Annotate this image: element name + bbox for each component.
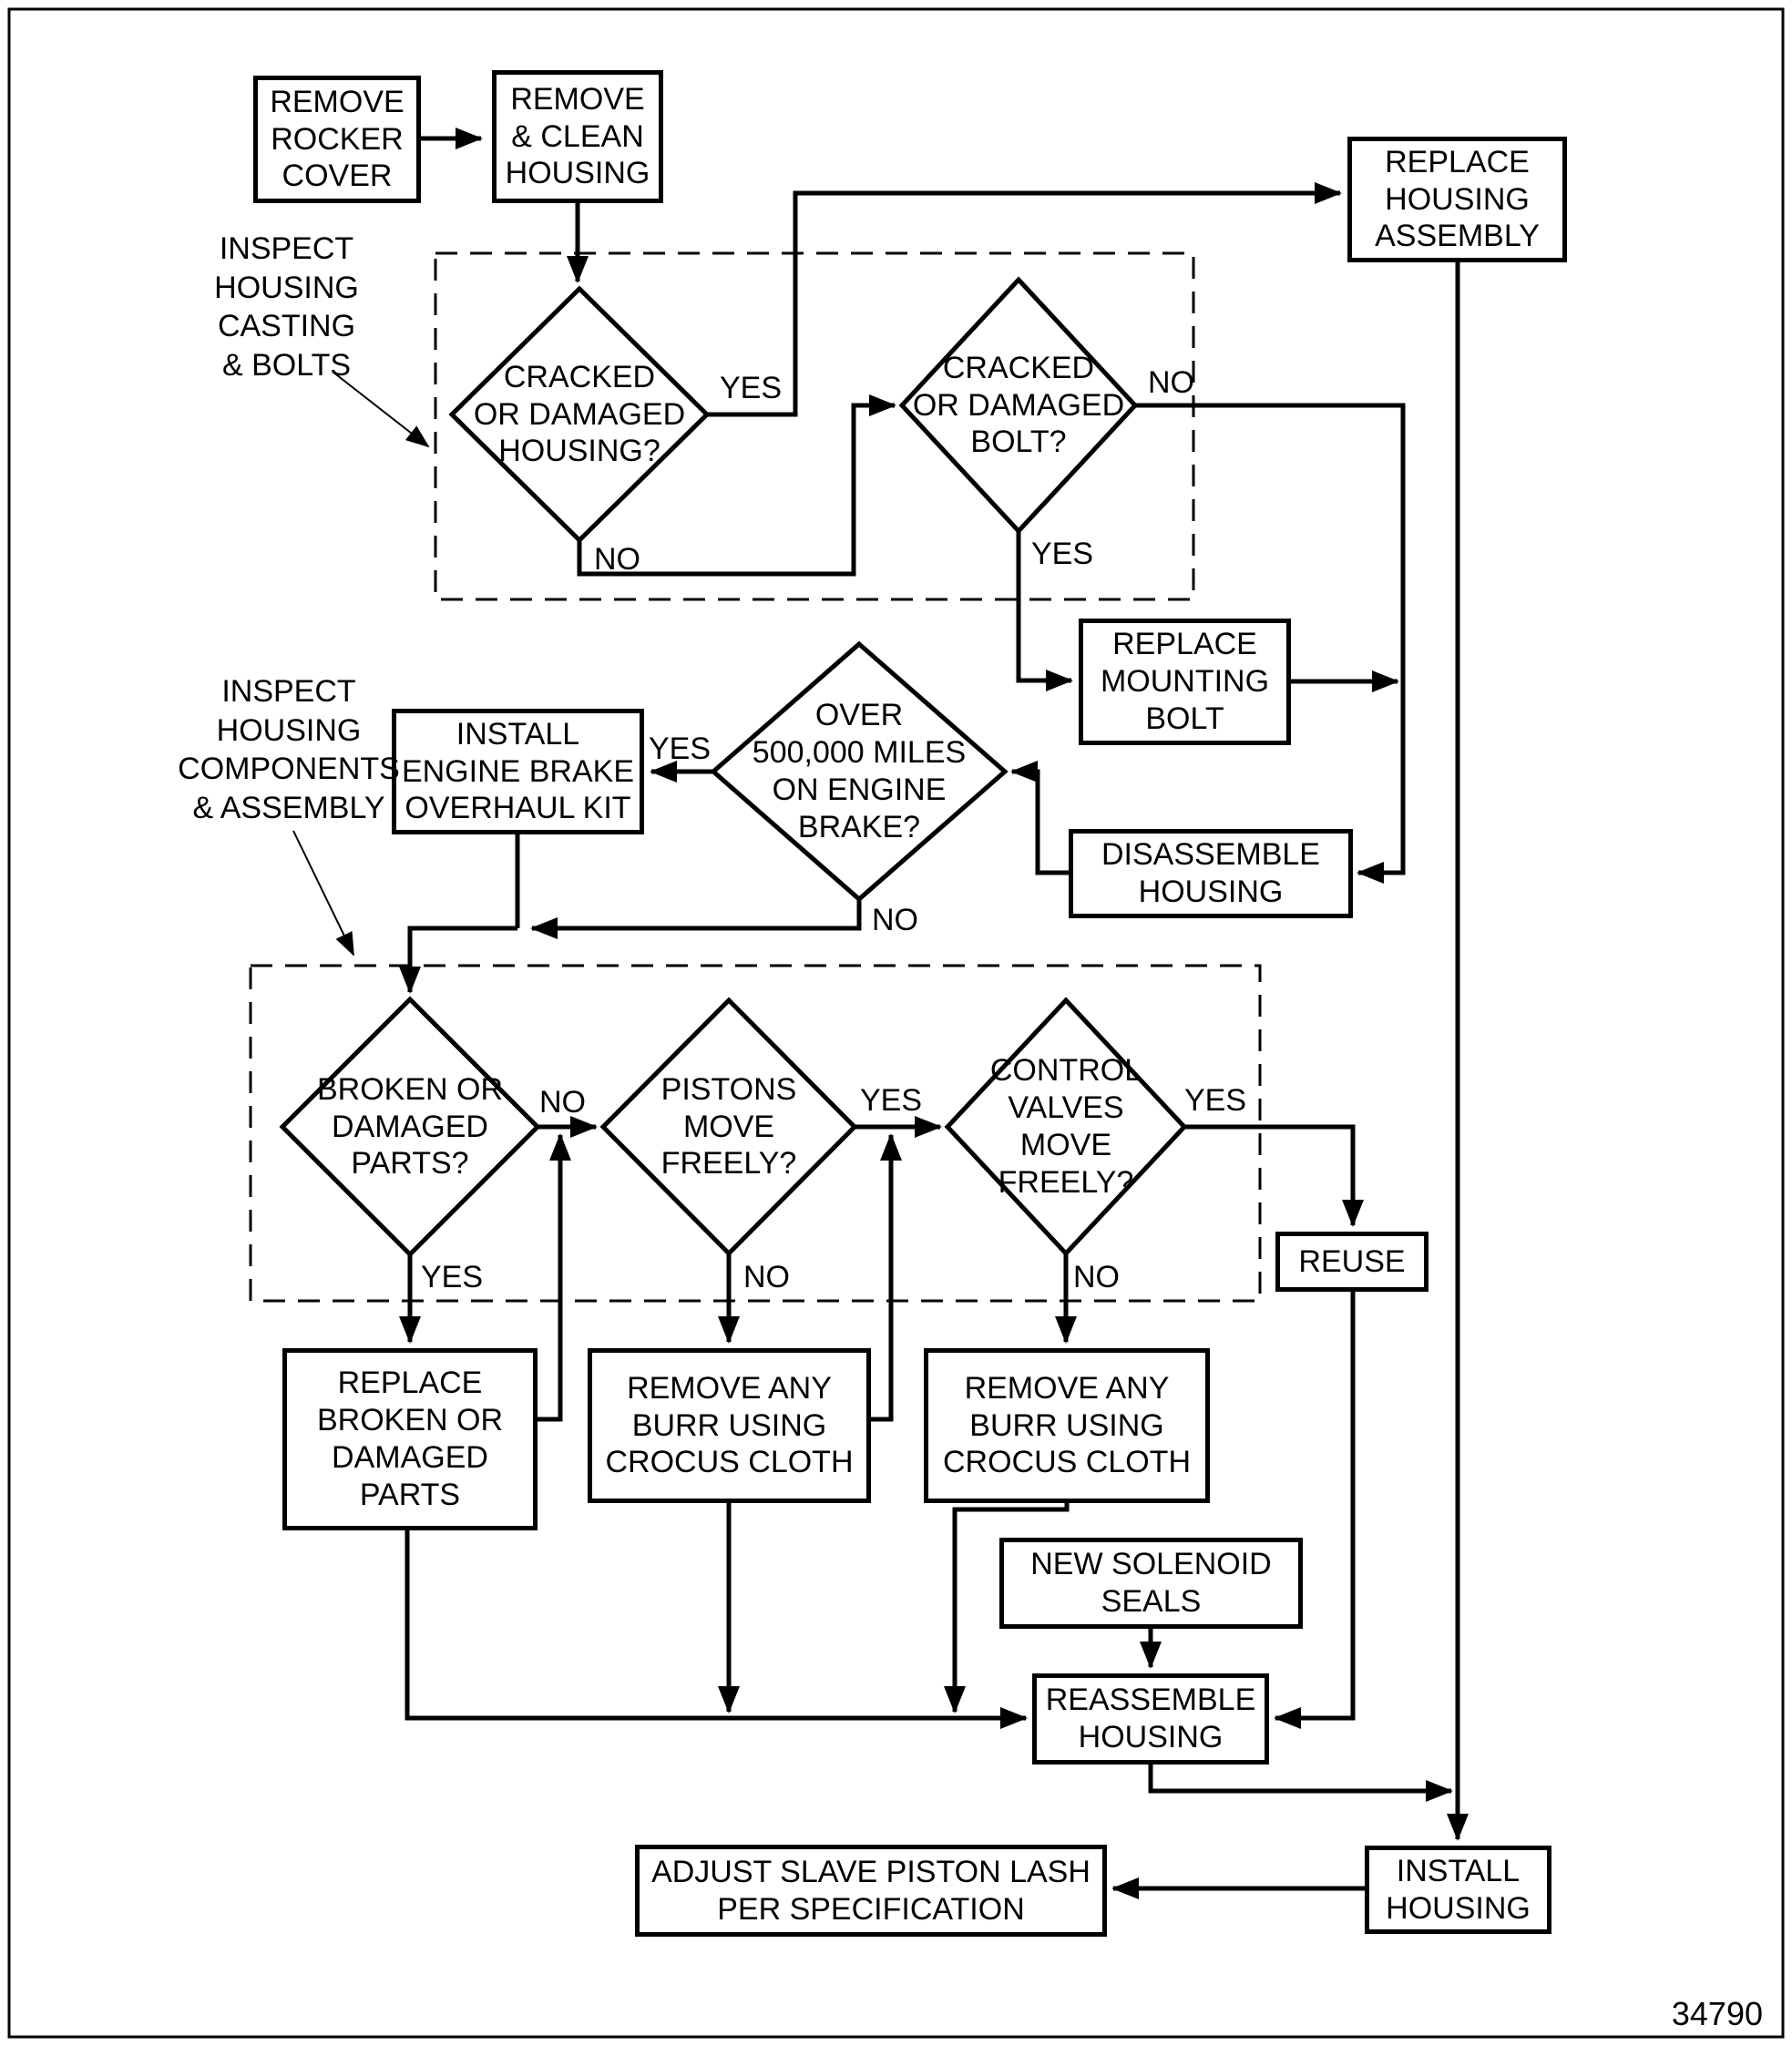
edge-label-cracked-bolt-yes: YES — [1031, 537, 1094, 571]
flow-edges — [399, 128, 1469, 1899]
edge-cracked-bolt-no — [1135, 403, 1406, 884]
edge-cracked-housing-no — [577, 394, 896, 577]
label-control-valves: CONTROL VALVES MOVE FREELY? — [989, 1053, 1142, 1200]
diamond-control-valves — [944, 997, 1188, 1257]
annotation-arrows — [292, 371, 430, 957]
edge-label-pistons-yes: YES — [860, 1083, 923, 1118]
label-cracked-bolt: CRACKED OR DAMAGED BOLT? — [912, 350, 1125, 460]
edge-label-valves-yes: YES — [1184, 1083, 1247, 1118]
label-over-500k: OVER 500,000 MILES ON ENGINE BRAKE? — [752, 698, 967, 844]
edge-valves-yes — [1184, 1124, 1364, 1227]
node-disassemble-housing: DISASSEMBLE HOUSING — [1069, 829, 1353, 918]
edge-label-broken-yes: YES — [421, 1260, 484, 1294]
edge-label-pistons-no: NO — [743, 1260, 790, 1294]
node-reassemble-housing: REASSEMBLE HOUSING — [1032, 1673, 1269, 1765]
edge-disassemble-to-500k — [1010, 761, 1069, 875]
diamond-cracked-bolt — [898, 276, 1139, 535]
diamond-over-500k — [710, 640, 1009, 903]
annotation-inspect-components-assembly: INSPECT HOUSING COMPONENTS & ASSEMBLY — [178, 674, 400, 825]
edge-reuse-to-reassemble — [1274, 1292, 1356, 1729]
edge-label-broken-no: NO — [539, 1085, 586, 1120]
edge-replace-parts-to-reassemble — [404, 1530, 1028, 1729]
node-reuse: REUSE — [1275, 1232, 1428, 1292]
diamond-cracked-housing — [448, 285, 711, 544]
edge-label-500k-yes: YES — [649, 731, 712, 766]
node-adjust-slave-piston-lash: ADJUST SLAVE PISTON LASH PER SPECIFICATI… — [635, 1845, 1107, 1937]
figure-number: 34790 — [1671, 1995, 1763, 2032]
edge-label-valves-no: NO — [1073, 1260, 1120, 1294]
node-install-overhaul-kit: INSTALL ENGINE BRAKE OVERHAUL KIT — [392, 709, 644, 834]
edge-label-cracked-housing-yes: YES — [720, 371, 783, 405]
edge-burr-pistons-recheck — [871, 1133, 902, 1422]
node-remove-burr-pistons: REMOVE ANY BURR USING CROCUS CLOTH — [588, 1348, 871, 1503]
label-cracked-housing: CRACKED OR DAMAGED HOUSING? — [473, 359, 686, 469]
annotation-inspect-casting-bolts: INSPECT HOUSING CASTING & BOLTS — [214, 231, 359, 383]
page-frame — [7, 7, 1785, 2039]
edge-burr-valves-down — [944, 1503, 1070, 1714]
edge-500k-no — [530, 899, 862, 939]
node-replace-mounting-bolt: REPLACE MOUNTING BOLT — [1079, 619, 1291, 745]
edge-cracked-bolt-yes — [1016, 531, 1073, 691]
edge-junction-to-broken — [399, 926, 517, 994]
diamond-broken-parts — [279, 996, 541, 1258]
decision-shapes — [279, 276, 1188, 1258]
annotation-arrow-components — [292, 830, 354, 957]
annotation-arrow-casting — [332, 371, 430, 448]
dashed-group-components-assembly — [249, 964, 1262, 1303]
label-pistons: PISTONS MOVE FREELY? — [660, 1071, 797, 1182]
node-remove-burr-valves: REMOVE ANY BURR USING CROCUS CLOTH — [924, 1348, 1210, 1503]
diamond-pistons — [599, 997, 858, 1257]
label-broken-parts: BROKEN OR DAMAGED PARTS? — [316, 1071, 504, 1182]
edge-label-500k-no: NO — [872, 903, 918, 937]
edge-replace-parts-recheck — [538, 1133, 571, 1422]
edge-label-cracked-housing-no: NO — [594, 542, 640, 577]
node-replace-housing-assembly: REPLACE HOUSING ASSEMBLY — [1347, 137, 1567, 262]
node-replace-broken-parts: REPLACE BROKEN OR DAMAGED PARTS — [282, 1348, 538, 1530]
node-install-housing: INSTALL HOUSING — [1365, 1846, 1551, 1934]
edge-cracked-housing-yes — [707, 182, 1342, 417]
node-remove-clean-housing: REMOVE & CLEAN HOUSING — [492, 70, 663, 203]
edge-reassemble-out — [1148, 1765, 1453, 1802]
node-remove-rocker-cover: REMOVE ROCKER COVER — [253, 76, 421, 203]
edge-label-cracked-bolt-no: NO — [1148, 365, 1194, 400]
node-new-solenoid-seals: NEW SOLENOID SEALS — [999, 1538, 1303, 1629]
